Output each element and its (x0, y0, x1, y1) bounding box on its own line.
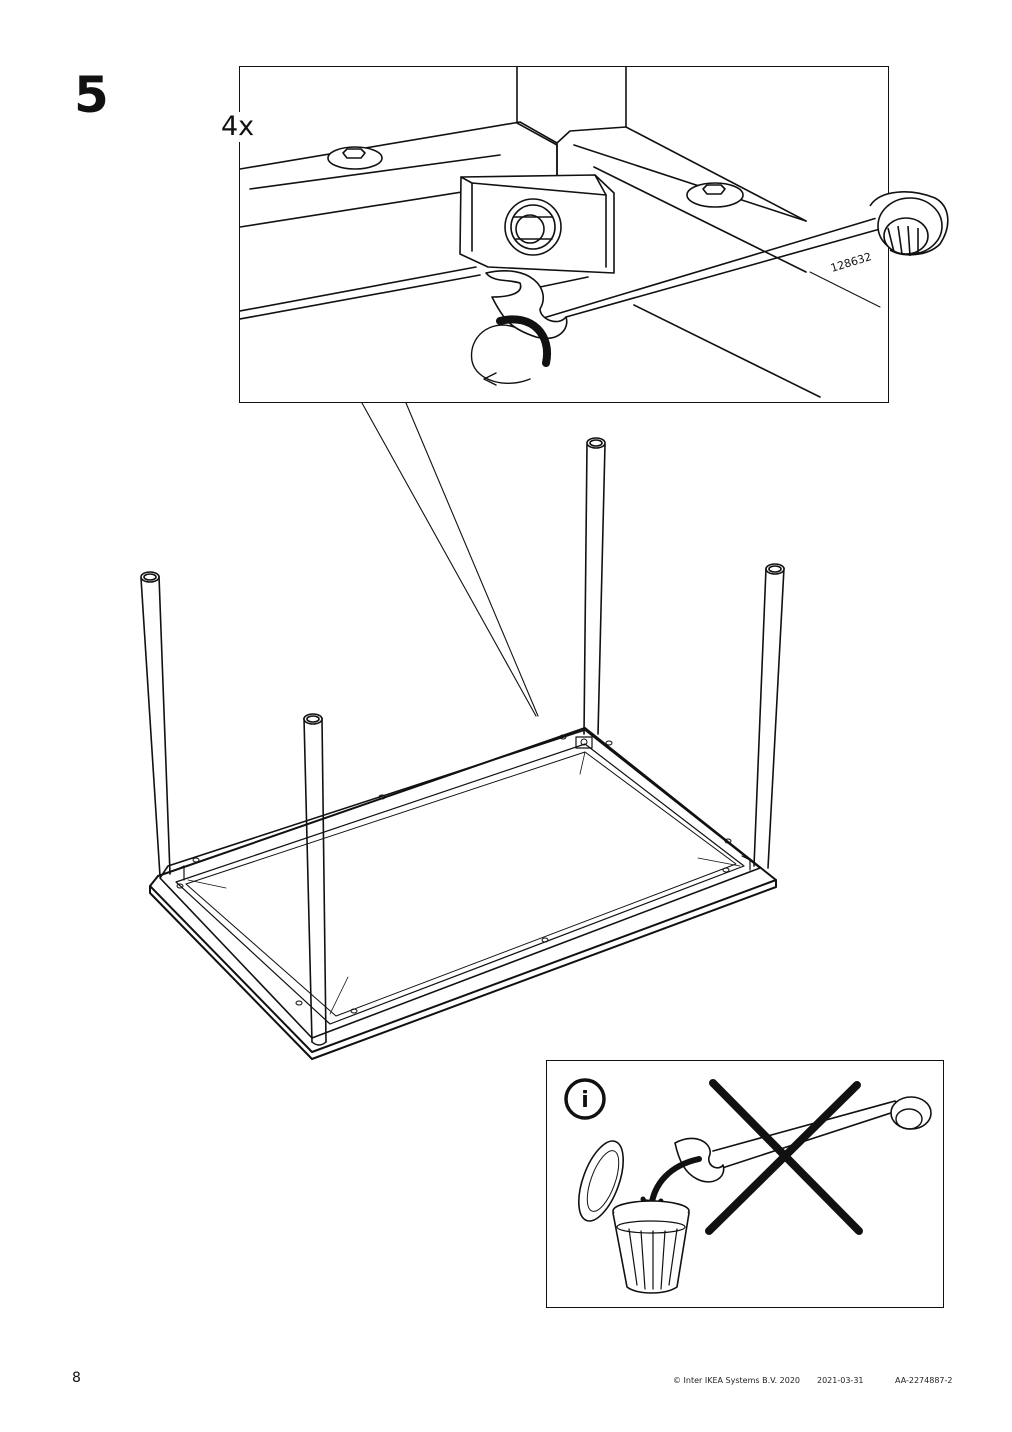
copyright-notice: © Inter IKEA Systems B.V. 2020 (673, 1376, 800, 1385)
wrench-tightening-detail: 128632 (240, 67, 888, 398)
detail-closeup-panel: 128632 (239, 66, 889, 403)
document-id: AA-2274887-2 (895, 1376, 953, 1385)
quantity-label: 4x (219, 111, 257, 142)
document-date: 2021-03-31 (817, 1376, 864, 1385)
step-number: 5 (74, 66, 109, 124)
tool-disposal-instruction: i (564, 1078, 932, 1294)
table-assembly-illustration (140, 402, 785, 1060)
info-icon: i (581, 1088, 589, 1113)
info-panel: i (546, 1060, 944, 1308)
tool-part-number: 128632 (829, 250, 873, 275)
page-number: 8 (72, 1370, 81, 1386)
